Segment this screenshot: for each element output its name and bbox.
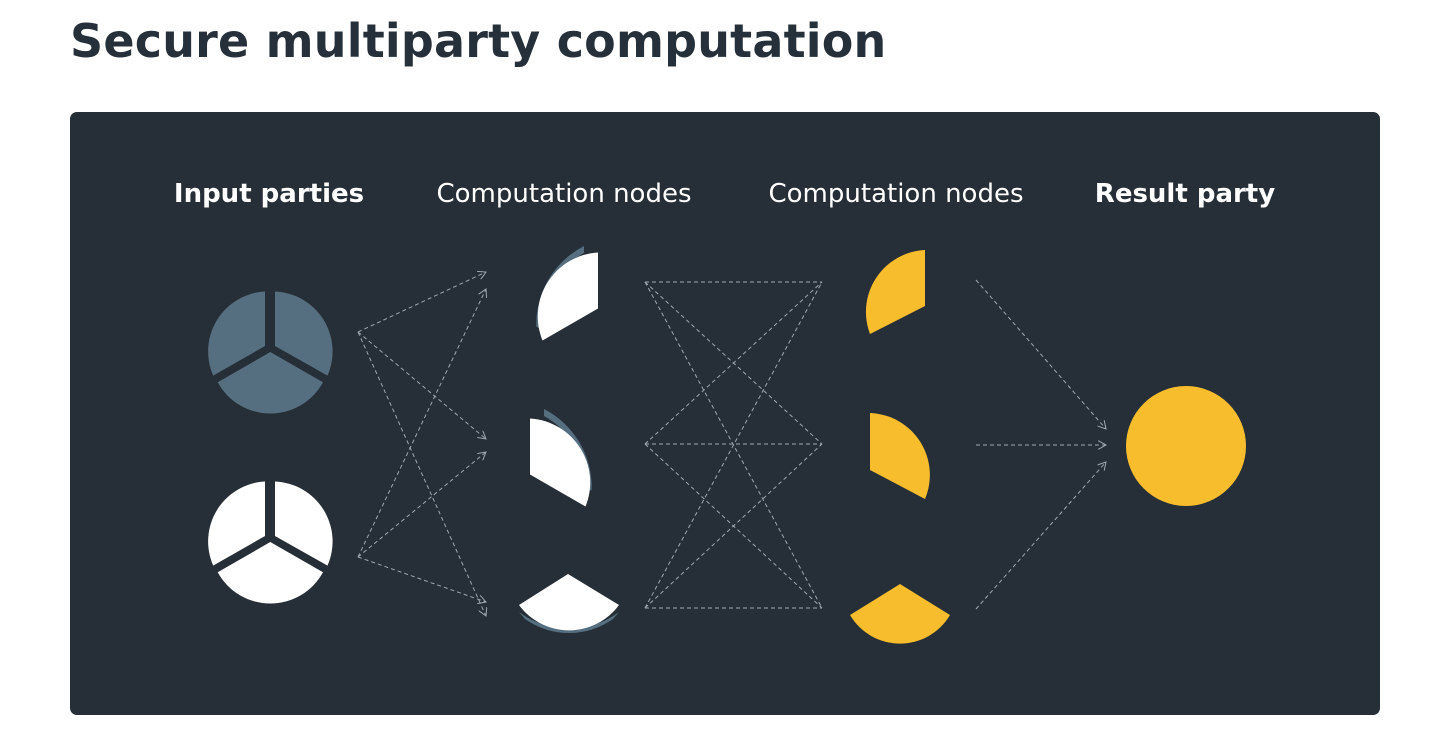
input-1-share-bottom xyxy=(217,352,323,414)
node-1c-accent xyxy=(519,612,619,634)
links-stage2-to-result xyxy=(975,279,1106,610)
input-2-share-bottom xyxy=(217,542,323,604)
node-1a-share xyxy=(537,252,598,341)
diagram-panel: Input parties Computation nodes Computat… xyxy=(70,112,1380,715)
links-stage1-to-stage2 xyxy=(644,281,823,609)
column-label-input-parties: Input parties xyxy=(174,179,364,209)
input-1-share-top-right xyxy=(275,291,333,376)
column-label-result-party: Result party xyxy=(1095,179,1275,209)
links-input-to-stage1 xyxy=(357,272,486,616)
computation-node-1c xyxy=(519,574,619,634)
computation-node-1b xyxy=(530,409,592,507)
computation-node-2b xyxy=(870,413,930,499)
input-2-share-top-left xyxy=(208,481,265,566)
result-party xyxy=(1126,386,1246,506)
mpc-diagram: Input parties Computation nodes Computat… xyxy=(174,179,1275,644)
page-title: Secure multiparty computation xyxy=(70,14,887,68)
input-party-1 xyxy=(208,291,333,414)
input-party-2 xyxy=(208,481,333,604)
node-1b-share xyxy=(530,418,591,507)
computation-node-2c xyxy=(850,584,950,644)
input-2-share-top-right xyxy=(275,481,333,566)
column-label-computation-nodes-2: Computation nodes xyxy=(769,179,1024,209)
node-1c-share xyxy=(519,574,619,631)
computation-node-1a xyxy=(536,246,598,341)
column-label-computation-nodes-1: Computation nodes xyxy=(437,179,692,209)
input-1-share-top-left xyxy=(208,291,265,376)
computation-node-2a xyxy=(865,250,925,334)
